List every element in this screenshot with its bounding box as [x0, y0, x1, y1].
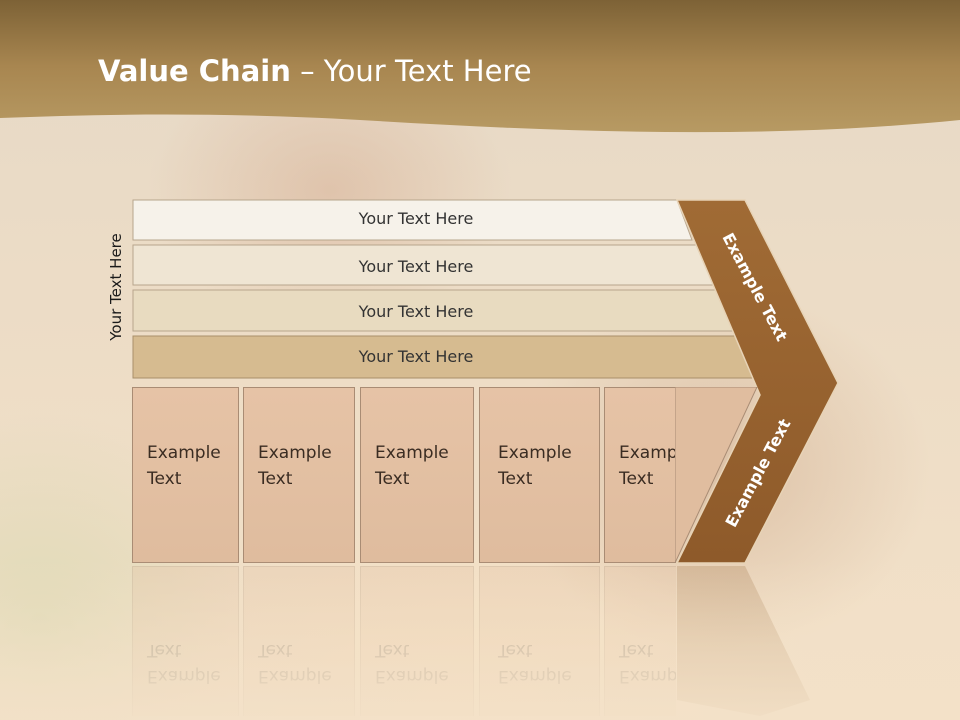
chevron-reflection [677, 566, 810, 716]
page-title: Value Chain – Your Text Here [98, 54, 532, 88]
header-band [0, 0, 960, 133]
bar-4-label: Your Text Here [358, 347, 474, 366]
cell-5-tail [675, 387, 758, 563]
bar-1 [132, 199, 693, 241]
bar-1-label: Your Text Here [358, 209, 474, 228]
bar-2-label: Your Text Here [358, 257, 474, 276]
bar-3-label: Your Text Here [358, 302, 474, 321]
